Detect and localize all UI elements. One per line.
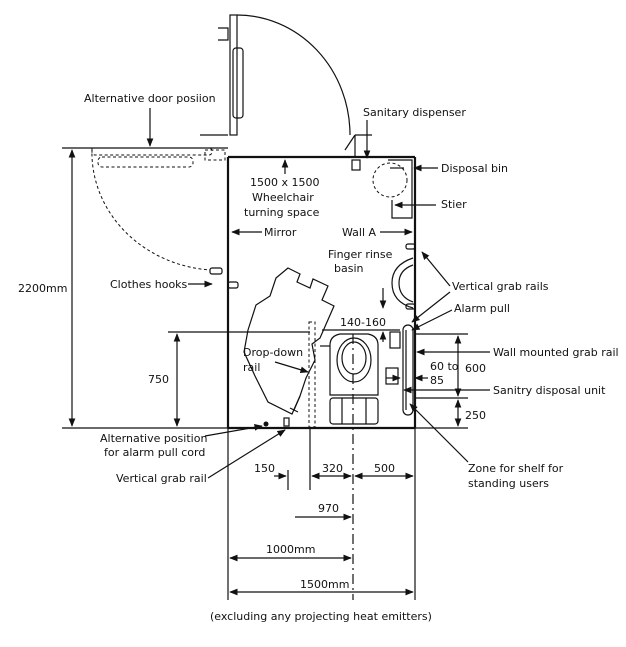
right-rails [385, 324, 414, 416]
label-vertical-grab-rails: Vertical grab rails [452, 280, 549, 293]
drop-down-rail [308, 321, 316, 428]
wheelchair [243, 267, 335, 415]
label-finger-2: basin [334, 262, 364, 275]
label-wall-grab-rail: Wall mounted grab rail [493, 346, 619, 359]
label-zone-1: Zone for shelf for [468, 462, 564, 475]
label-dim-970: 970 [318, 502, 339, 515]
clothes-hooks [209, 267, 239, 289]
label-clothes-hooks: Clothes hooks [110, 278, 188, 291]
label-dim-85: 85 [430, 374, 444, 387]
label-stier: Stier [441, 198, 467, 211]
label-dim-600: 600 [465, 362, 486, 375]
label-dim-60-to: 60 to [430, 360, 459, 373]
label-dropdown-1: Drop-down [243, 346, 303, 359]
label-dim-250: 250 [465, 409, 486, 422]
label-dim-320: 320 [322, 462, 343, 475]
label-sanitary-disposal: Sanitry disposal unit [493, 384, 606, 397]
label-dim-140-160: 140-160 [340, 316, 386, 329]
label-alt-alarm-1: Alternative position [100, 432, 207, 445]
label-dim-1000: 1000mm [266, 543, 315, 556]
label-vertical-grab-rail: Vertical grab rail [116, 472, 207, 485]
label-sanitary-dispenser: Sanitary dispenser [363, 106, 466, 119]
label-dim-1500: 1500mm [300, 578, 349, 591]
alternative-door [91, 147, 226, 271]
label-footnote: (excluding any projecting heat emitters) [210, 610, 432, 623]
label-turning-3: turning space [244, 206, 320, 219]
label-wall-a: Wall A [342, 226, 377, 239]
label-dropdown-2: rail [243, 361, 260, 374]
label-alt-door: Alternative door posiion [84, 92, 216, 105]
dimensions [62, 147, 468, 600]
sanitary-fixtures-top [351, 159, 413, 219]
label-dim-750: 750 [148, 373, 169, 386]
wc-pan [320, 333, 379, 425]
labels: Alternative door posiion Sanitary dispen… [18, 92, 619, 623]
leaders [146, 108, 490, 479]
label-disposal-bin: Disposal bin [441, 162, 508, 175]
label-finger-1: Finger rinse [328, 248, 393, 261]
label-turning-2: Wheelchair [252, 191, 314, 204]
label-alarm-pull: Alarm pull [454, 302, 510, 315]
alarm-pull-cord [263, 417, 290, 427]
door [218, 14, 351, 136]
label-zone-2: standing users [468, 477, 549, 490]
finger-rinse-basin [391, 243, 416, 310]
label-turning-1: 1500 x 1500 [250, 176, 320, 189]
label-alt-alarm-2: for alarm pull cord [104, 446, 205, 459]
label-dim-2200: 2200mm [18, 282, 67, 295]
label-dim-500: 500 [374, 462, 395, 475]
label-dim-150: 150 [254, 462, 275, 475]
label-mirror: Mirror [264, 226, 297, 239]
